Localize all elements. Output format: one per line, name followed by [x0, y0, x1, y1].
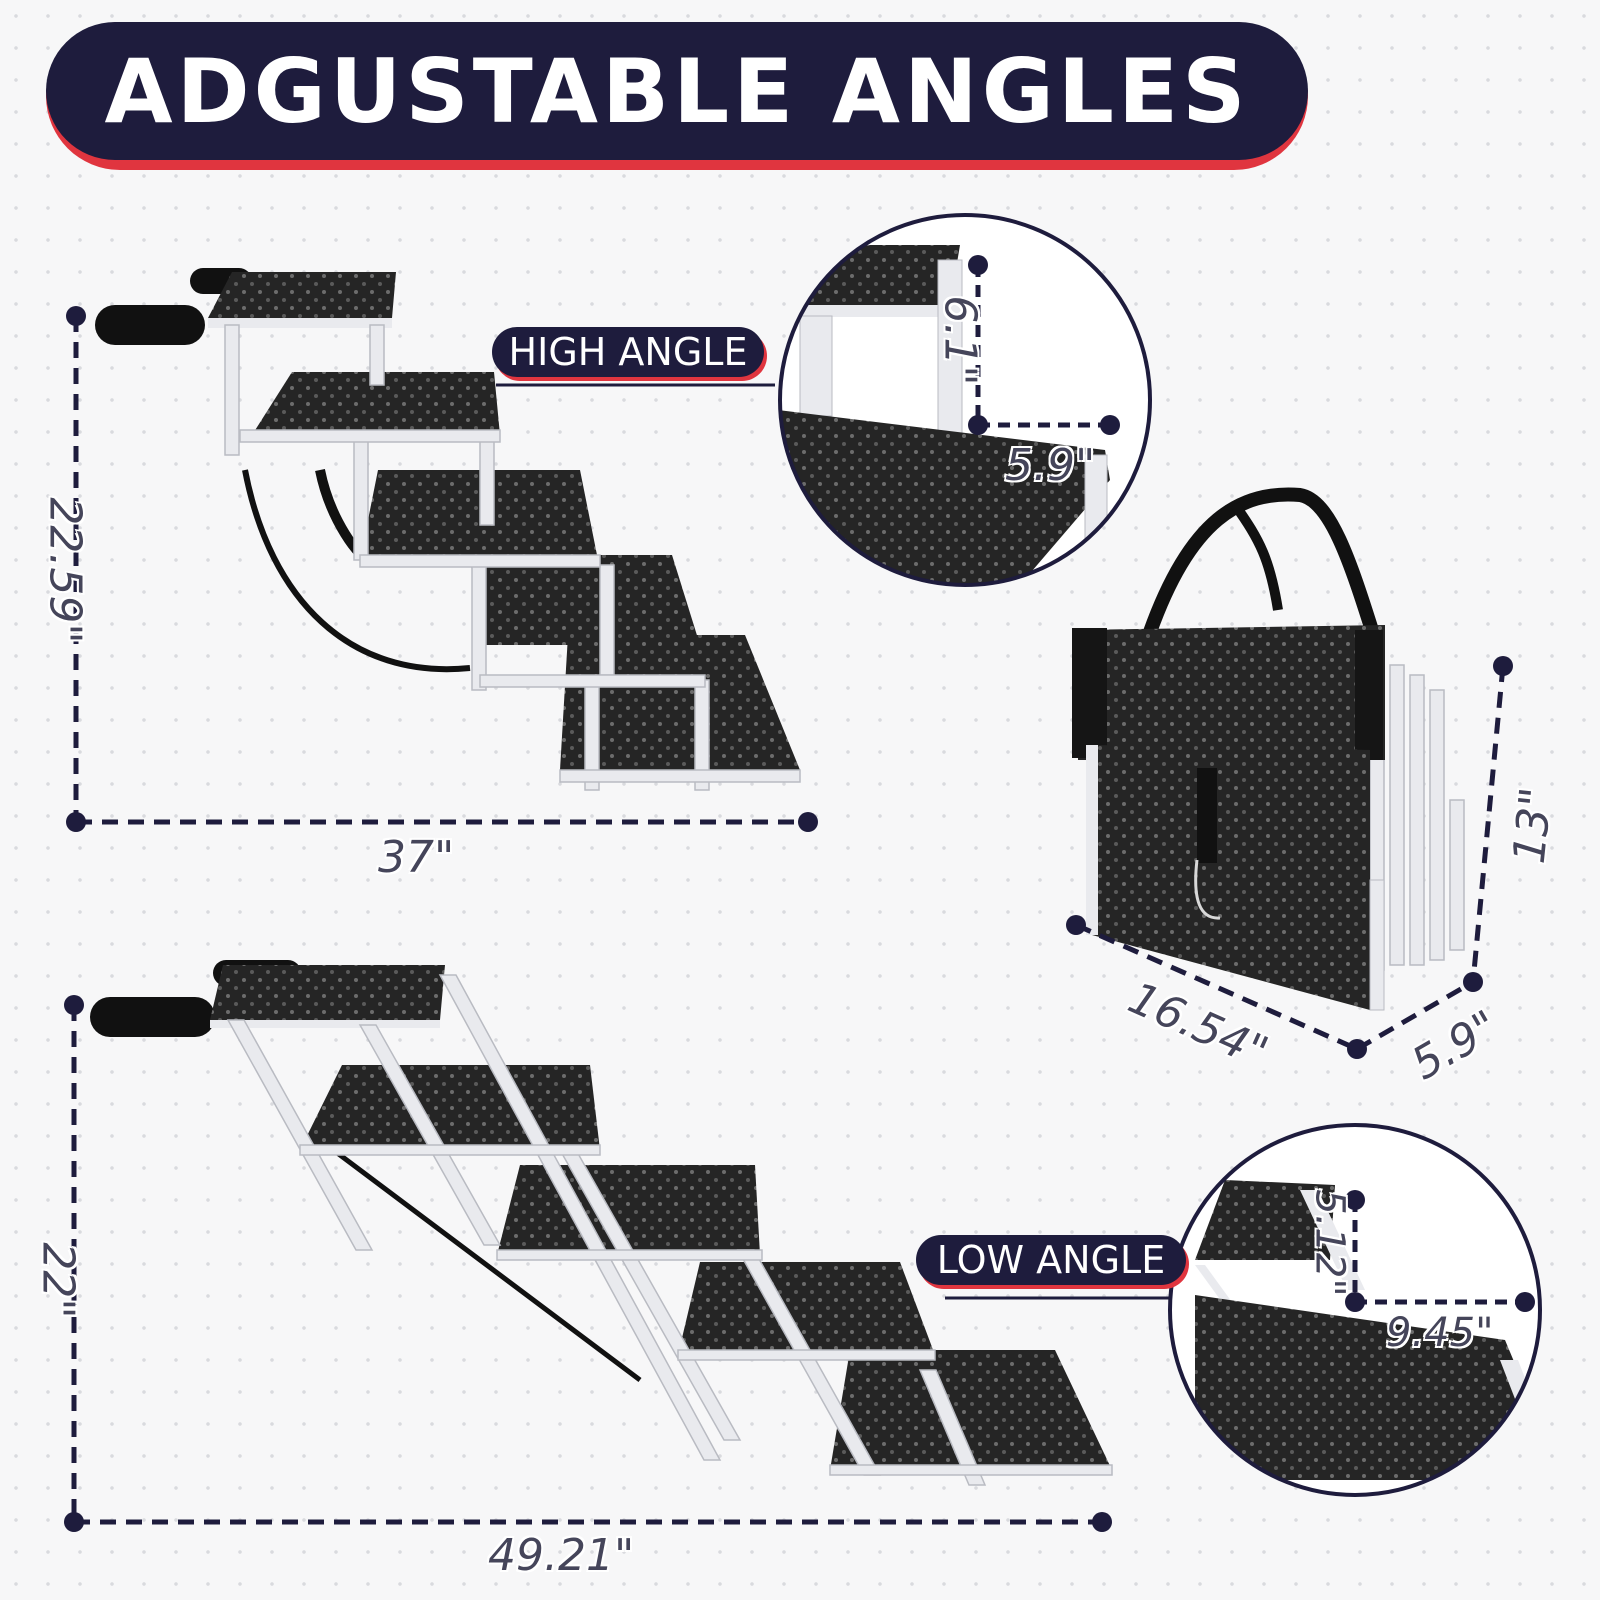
- low-frame: [226, 974, 1113, 1486]
- low-step-depth-dimension: 9.45": [1386, 1310, 1494, 1356]
- high-step-4: [470, 555, 700, 645]
- high-frame: [224, 324, 801, 791]
- low-angle-label: LOW ANGLE: [916, 1235, 1186, 1285]
- low-step-rise-dimension: 5.12": [1306, 1189, 1353, 1297]
- page-title: ADGUSTABLE ANGLES: [104, 39, 1250, 143]
- strap: [318, 1138, 642, 1382]
- strap: [242, 469, 471, 673]
- title-banner-inner: ADGUSTABLE ANGLES: [46, 22, 1308, 160]
- low-step-4: [678, 1262, 935, 1355]
- high-step-5: [560, 635, 800, 770]
- folded-dimension-lines: [1074, 665, 1506, 1052]
- high-angle-label: HIGH ANGLE: [492, 327, 764, 377]
- title-banner: ADGUSTABLE ANGLES: [46, 22, 1308, 170]
- low-angle-stairs: [90, 960, 1113, 1486]
- low-dimension-endpoints: [64, 995, 1112, 1532]
- low-step-1: [210, 965, 445, 1028]
- folded-stairs: [1072, 487, 1465, 1011]
- handle-front: [90, 997, 215, 1037]
- low-height-dimension: 22": [32, 1242, 84, 1319]
- folded-dimension-endpoints: [1066, 656, 1513, 1059]
- high-step-rise-dimension: 6.1": [934, 295, 986, 386]
- high-angle-stairs: [95, 268, 801, 791]
- low-step-5: [830, 1350, 1112, 1470]
- carry-strap: [1143, 487, 1382, 643]
- low-step-2: [300, 1065, 600, 1150]
- handle-front: [95, 305, 205, 345]
- folded-height-dimension: 13": [1503, 784, 1563, 867]
- low-length-dimension: 49.21": [488, 1530, 635, 1581]
- high-dimension-lines: [73, 316, 808, 825]
- high-angle-detail: [778, 213, 1152, 587]
- high-dimension-endpoints: [66, 306, 818, 832]
- high-step-1: [208, 272, 396, 328]
- high-step-depth-dimension: 5.9": [1005, 440, 1096, 491]
- high-length-dimension: 37": [378, 832, 455, 883]
- low-dimension-lines: [71, 1005, 1102, 1525]
- high-step-3: [360, 470, 598, 560]
- high-step-2: [252, 372, 500, 435]
- high-height-dimension: 22.59": [39, 497, 91, 644]
